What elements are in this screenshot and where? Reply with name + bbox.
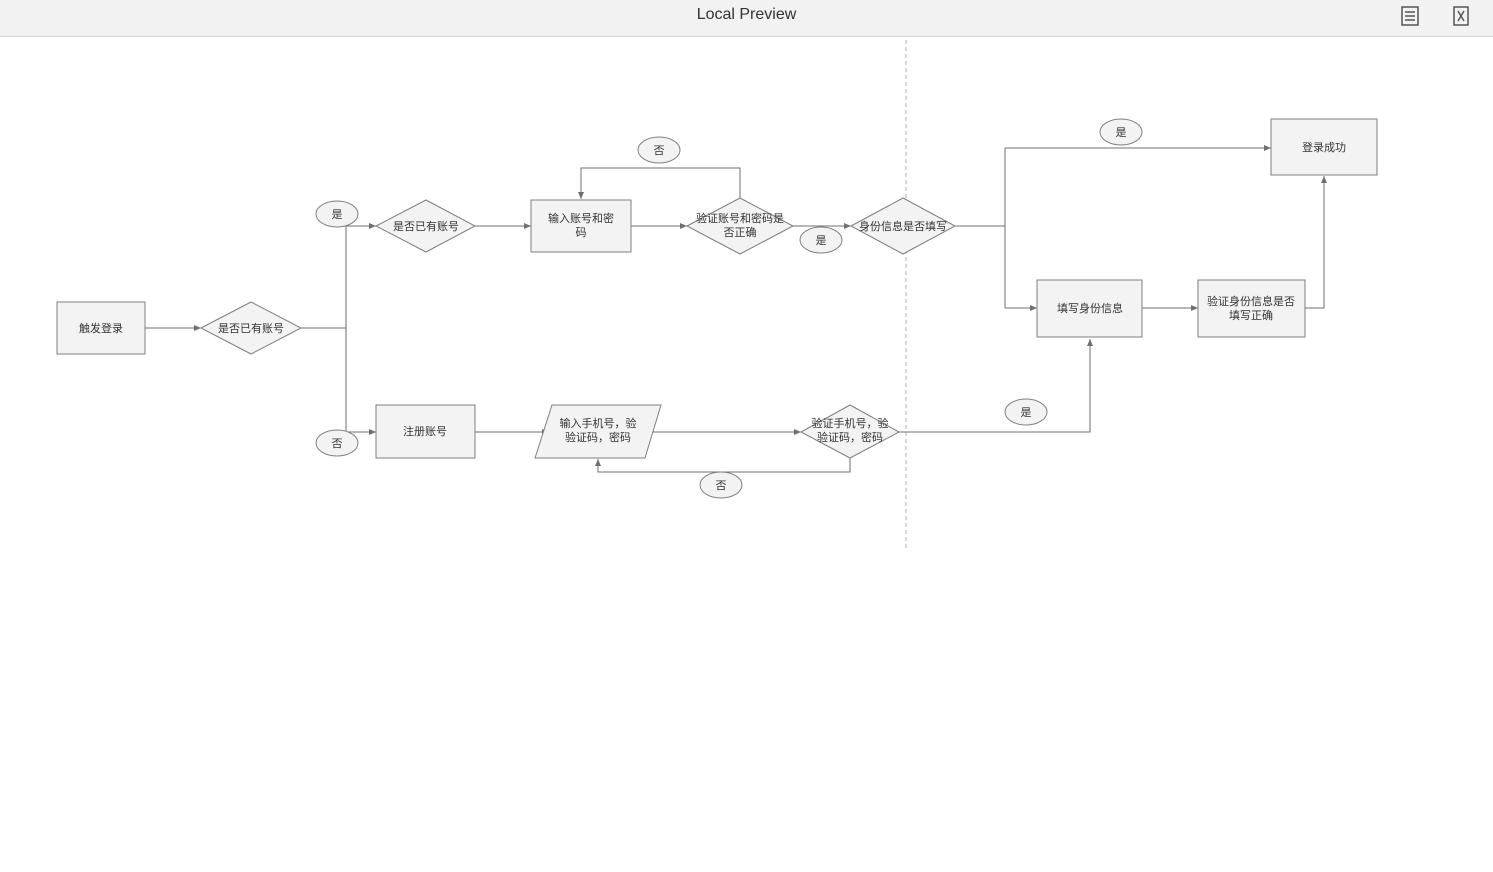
document-list-icon[interactable] — [1398, 4, 1422, 28]
node-has-account-2-label: 是否已有账号 — [393, 219, 459, 233]
node-login-success[interactable]: 登录成功 — [1270, 118, 1378, 176]
node-input-phone-line2: 验证码，密码 — [565, 430, 631, 444]
label-yes-verify-text: 是 — [816, 234, 827, 247]
label-no-loop-bottom: 否 — [699, 471, 743, 499]
node-fill-identity[interactable]: 填写身份信息 — [1036, 279, 1143, 338]
node-input-account[interactable]: 输入账号和密 码 — [530, 199, 632, 253]
label-no-loop-bottom-text: 否 — [716, 479, 727, 492]
node-verify-identity[interactable]: 验证身份信息是否 填写正确 — [1197, 279, 1306, 338]
node-verify-phone[interactable]: 验证手机号，验 验证码，密码 — [799, 404, 901, 459]
label-yes-top-text: 是 — [332, 208, 343, 221]
label-yes-top: 是 — [315, 200, 359, 228]
node-start-label: 触发登录 — [79, 321, 123, 335]
window-title: Local Preview — [696, 6, 797, 23]
node-start[interactable]: 触发登录 — [56, 301, 146, 355]
node-identity-filled-label: 身份信息是否填写 — [859, 219, 947, 233]
label-no-bottom: 否 — [315, 429, 359, 457]
label-yes-success-text: 是 — [1116, 126, 1127, 139]
node-register-label: 注册账号 — [403, 424, 447, 438]
node-input-account-line1: 输入账号和密 — [548, 211, 614, 225]
label-yes-verify: 是 — [799, 226, 843, 254]
edge-verify-identity-to-success — [1305, 176, 1327, 309]
node-has-account-1-label: 是否已有账号 — [218, 321, 284, 335]
label-yes-success: 是 — [1099, 118, 1143, 146]
node-identity-filled[interactable]: 身份信息是否填写 — [849, 197, 957, 255]
edge-verify-loop-no — [578, 167, 741, 199]
node-verify-identity-line2: 填写正确 — [1229, 308, 1273, 322]
node-fill-identity-label: 填写身份信息 — [1057, 301, 1123, 315]
node-verify-phone-line2: 验证码，密码 — [817, 430, 883, 444]
title-bar: Local Preview — [0, 0, 1493, 37]
edge-verify-phone-to-fill — [899, 339, 1093, 433]
label-yes-phone-text: 是 — [1021, 406, 1032, 419]
label-no-bottom-text: 否 — [332, 437, 343, 450]
label-yes-phone: 是 — [1004, 398, 1048, 426]
node-verify-phone-line1: 验证手机号，验 — [812, 416, 889, 430]
edge-verify-phone-loop-no — [595, 458, 851, 473]
flowchart-edges — [145, 145, 1327, 473]
node-input-phone[interactable]: 输入手机号，验 验证码，密码 — [534, 404, 662, 459]
node-register[interactable]: 注册账号 — [375, 404, 476, 459]
node-verify-account-line2: 否正确 — [724, 226, 757, 239]
node-login-success-label: 登录成功 — [1302, 140, 1346, 154]
close-variables-icon[interactable] — [1449, 4, 1473, 28]
label-no-loop-top-text: 否 — [654, 144, 665, 157]
node-verify-account[interactable]: 验证账号和密码是 否正确 — [685, 197, 795, 255]
node-input-phone-line1: 输入手机号，验 — [560, 416, 637, 430]
node-verify-account-line1: 验证账号和密码是 — [696, 211, 784, 225]
node-input-account-line2: 码 — [576, 226, 587, 239]
label-no-loop-top: 否 — [637, 136, 681, 164]
node-has-account-1[interactable]: 是否已有账号 — [199, 301, 303, 355]
node-verify-identity-line1: 验证身份信息是否 — [1207, 294, 1295, 308]
flowchart-canvas: 触发登录 是否已有账号 是否已有账号 输入账号和密 码 验证账号和密码是 否正确… — [56, 40, 1378, 550]
node-has-account-2[interactable]: 是否已有账号 — [374, 199, 477, 253]
